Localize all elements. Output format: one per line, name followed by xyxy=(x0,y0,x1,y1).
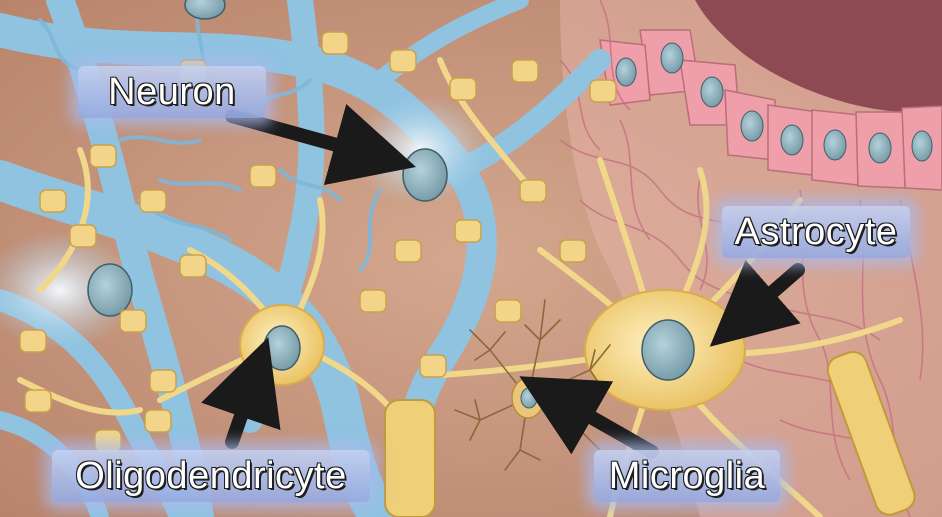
neuron-nucleus xyxy=(88,264,132,316)
label-neuron: Neuron xyxy=(78,66,266,118)
label-astrocyte: Astrocyte xyxy=(722,206,910,258)
neuron-nucleus xyxy=(403,149,447,201)
astrocyte-nucleus xyxy=(642,320,694,380)
label-microglia: Microglia xyxy=(594,450,780,502)
label-oligodendrocyte: Oligodendricyte xyxy=(52,450,370,502)
